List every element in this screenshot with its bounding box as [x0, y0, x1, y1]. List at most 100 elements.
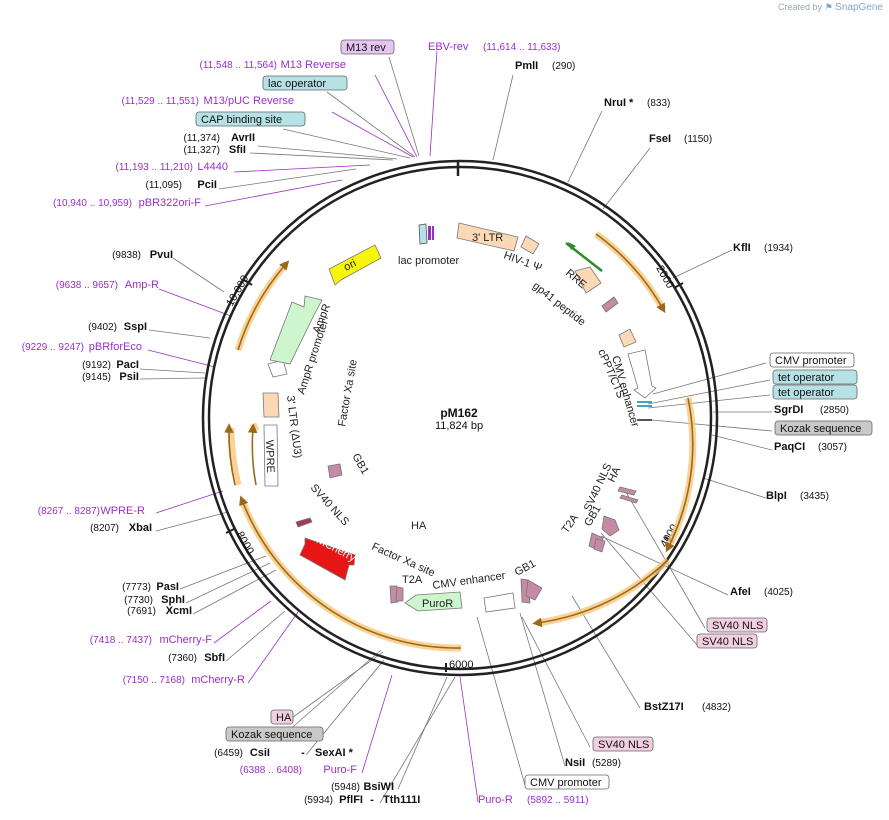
enzyme-pasi: PasI — [156, 581, 179, 593]
position-amp-r: (9638 .. 9657) — [56, 280, 118, 291]
enzyme-paci: PacI — [116, 359, 139, 371]
enzyme-pmli: PmlI — [515, 60, 538, 72]
enzyme-xcmi: XcmI — [166, 605, 192, 617]
annotation-box-label-m13-rev: M13 rev — [346, 42, 386, 54]
enzyme-blpi: BlpI — [766, 490, 787, 502]
position-psii: (9145) — [82, 372, 111, 383]
credit-brand: SnapGene — [835, 2, 883, 13]
enzyme-sexai: SexAI * — [315, 747, 354, 759]
enzyme-tth111i: Tth111I — [383, 794, 420, 806]
position-sspi: (9402) — [88, 322, 117, 333]
primer-puro-f: Puro-F — [323, 764, 357, 776]
enzyme-nsii: NsiI — [565, 757, 585, 769]
position-pbr322ori-f: (10,940 .. 10,959) — [53, 198, 132, 209]
position-mcherry-r: (7150 .. 7168) — [123, 675, 185, 686]
feature-wpre: WPRE — [263, 440, 276, 473]
plasmid-name: pM162 — [440, 406, 478, 420]
position-fsei: (1150) — [684, 134, 712, 145]
annotation-box-label-cap-binding-site: CAP binding site — [201, 114, 282, 126]
annotation-box-cap-binding-site — [195, 111, 306, 127]
feature-3ltr-du3: 3' LTR (ΔU3) — [284, 395, 304, 459]
primer-mcherry-r: mCherry-R — [191, 674, 245, 686]
enzyme-bsiwi: BsiWI — [363, 781, 394, 793]
primer-wpre-r: WPRE-R — [100, 505, 145, 517]
annotation-box-label-lac-operator: lac operator — [268, 78, 326, 90]
position-xbai: (8207) — [90, 523, 119, 534]
primer-m13-puc-reverse: M13/pUC Reverse — [204, 95, 294, 107]
feature-puror: PuroR — [422, 598, 453, 610]
enzyme-xbai: XbaI — [129, 522, 152, 534]
feature-lac-promoter: lac promoter — [398, 255, 459, 267]
feature-t2a-bottom: T2A — [402, 574, 423, 586]
annotation-box-ha — [270, 709, 294, 725]
position-sphi: (7730) — [124, 595, 153, 606]
position-puro-r: (5892 .. 5911) — [527, 795, 589, 806]
annotation-box-label-tet-operator: tet operator — [778, 387, 835, 399]
position-pbrforeco: (9229 .. 9247) — [22, 342, 84, 353]
position-afei: (4025) — [764, 587, 793, 598]
primer-pbr322ori-f: pBR322ori-F — [139, 197, 202, 209]
position-sfii: (11,327) — [183, 145, 220, 156]
enzyme-pcii: PciI — [197, 179, 217, 191]
annotation-box-sv40-nls — [592, 736, 654, 752]
position-puro-f: (6388 .. 6408) — [240, 765, 302, 776]
position-kfli: (1934) — [764, 243, 793, 254]
position-pcii: (11,095) — [145, 180, 182, 191]
enzyme-csii: CsiI — [250, 747, 270, 759]
annotation-box-tet-operator — [772, 384, 858, 400]
credit-prefix: Created by — [778, 2, 823, 12]
position-paqci: (3057) — [818, 442, 847, 453]
position-bstz17i: (4832) — [702, 702, 731, 713]
feature-t2a-right: T2A — [560, 512, 582, 536]
position-sgrdi: (2850) — [820, 405, 849, 416]
backbone-outer — [201, 159, 719, 677]
position-avrii: (11,374) — [183, 133, 220, 144]
feature-factor-xa-top: Factor Xa site — [336, 359, 360, 428]
backbone-inner — [207, 165, 713, 671]
position-wpre-r: (8267 .. 8287) — [38, 506, 100, 517]
position-m13-reverse: (11,548 .. 11,564) — [200, 60, 277, 71]
primer-l4440: L4440 — [197, 161, 228, 173]
orf-arcs — [224, 231, 697, 652]
annotation-box-cmv-promoter — [524, 774, 610, 790]
annotation-box-tet-operator — [772, 369, 858, 385]
feature-hiv-psi: HIV-1 Ψ — [502, 250, 543, 275]
primer-puro-r: Puro-R — [478, 794, 513, 806]
tick-label-2000: 2000 — [653, 264, 676, 291]
annotation-box-label-sv40-nls: SV40 NLS — [712, 620, 763, 632]
enzyme-sbfi: SbfI — [204, 652, 225, 664]
feature-gb1-bottom: GB1 — [513, 558, 538, 579]
feature-ori: ori — [342, 257, 358, 273]
plasmid-size: 11,824 bp — [435, 420, 483, 432]
enzyme-avrii: AvrII — [231, 132, 255, 144]
annotation-box-label-sv40-nls: SV40 NLS — [702, 636, 753, 648]
position-nrui: (833) — [647, 98, 670, 109]
enzyme-separator-0: - — [301, 747, 305, 759]
position-paci: (9192) — [82, 360, 111, 371]
enzyme-afei: AfeI — [730, 586, 751, 598]
annotation-box-label-cmv-promoter: CMV promoter — [775, 355, 847, 367]
annotation-box-sv40-nls — [696, 633, 758, 649]
position-mcherry-f: (7418 .. 7437) — [90, 635, 152, 646]
annotation-box-cmv-promoter — [769, 352, 855, 368]
position-nsii: (5289) — [592, 758, 621, 769]
annotation-box-label-sv40-nls: SV40 NLS — [598, 739, 649, 751]
tick-label-6000: 6000 — [449, 659, 473, 671]
primer-pbrforeco: pBRforEco — [89, 341, 142, 353]
position-csii: (6459) — [214, 748, 243, 759]
primer-mcherry-f: mCherry-F — [159, 634, 212, 646]
annotation-box-label-ha: HA — [276, 712, 292, 724]
primer-ebv-rev: EBV-rev — [428, 41, 469, 53]
primer-m13-reverse: M13 Reverse — [281, 59, 346, 71]
position-l4440: (11,193 .. 11,210) — [116, 162, 193, 173]
position-bsiwi: (5948) — [331, 782, 360, 793]
enzyme-sgrdi: SgrDI — [774, 404, 803, 416]
position-m13-puc-reverse: (11,529 .. 11,551) — [122, 96, 199, 107]
annotation-box-m13-rev — [340, 39, 395, 55]
position-blpi: (3435) — [800, 491, 829, 502]
enzyme-psii: PsiI — [119, 371, 139, 383]
annotation-box-label-cmv-promoter: CMV promoter — [530, 777, 602, 789]
enzyme-kfli: KflI — [733, 242, 751, 254]
